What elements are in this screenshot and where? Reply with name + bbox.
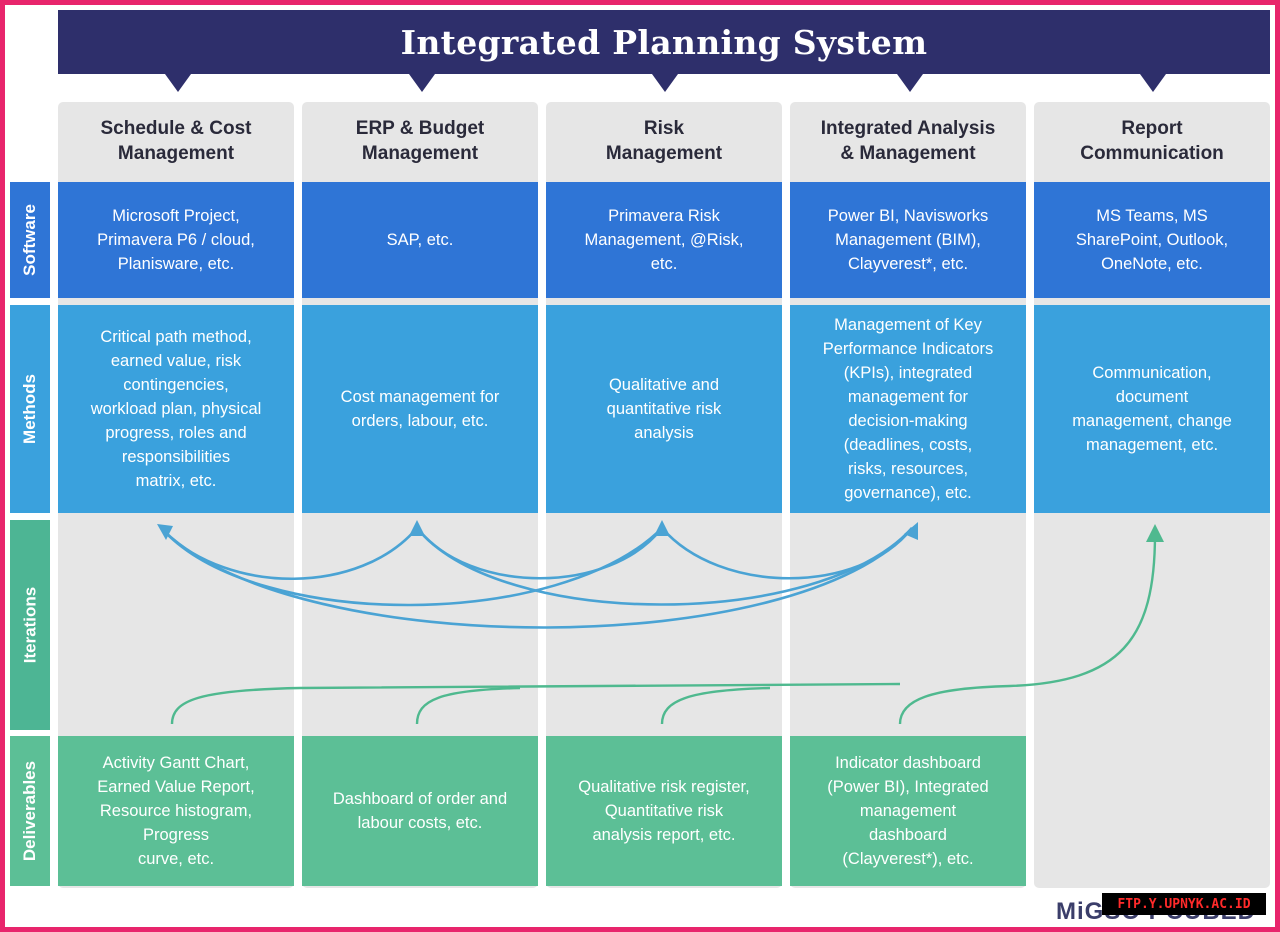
column-header-erp: ERP & Budget Management (355, 118, 485, 164)
deliverables-cell-schedule: Activity Gantt Chart, Earned Value Repor… (58, 736, 294, 886)
blue-arrowhead-integrated (904, 522, 918, 540)
green-arrow-risk (660, 686, 771, 725)
column-header-risk: Risk Management (605, 118, 723, 164)
column-header-schedule: Schedule & Cost Management (100, 118, 252, 164)
row-label-software: Software (10, 182, 50, 298)
watermark-label: FTP.Y.UPNYK.AC.ID (1102, 893, 1266, 915)
title-pointer-2 (409, 74, 435, 92)
row-label-deliverables: Deliverables (10, 736, 50, 886)
software-cell-risk: Primavera Risk Management, @Risk, etc. (546, 182, 782, 298)
methods-cell-erp: Cost management for orders, labour, etc. (302, 305, 538, 513)
column-header-integrated: Integrated Analysis & Management (820, 118, 996, 164)
methods-cell-report: Communication, document management, chan… (1034, 305, 1270, 513)
row-label-methods: Methods (10, 305, 50, 513)
blue-arrow-1-3 (164, 527, 663, 607)
green-arrow-erp (415, 686, 521, 725)
methods-cell-integrated: Management of Key Performance Indicators… (790, 305, 1026, 513)
blue-arrow-3-4 (661, 527, 914, 580)
methods-cell-schedule: Critical path method, earned value, risk… (58, 305, 294, 513)
methods-cell-risk: Qualitative and quantitative risk analys… (546, 305, 782, 513)
title-pointer-3 (652, 74, 678, 92)
software-cell-erp: SAP, etc. (302, 182, 538, 298)
blue-arrowhead-erp (409, 520, 425, 536)
row-label-iterations: Iterations (10, 520, 50, 730)
blue-arrowhead-risk (654, 520, 670, 536)
deliverables-cell-erp: Dashboard of order and labour costs, etc… (302, 736, 538, 886)
deliverables-cell-risk: Qualitative risk register, Quantitative … (546, 736, 782, 886)
deliverables-cell-integrated: Indicator dashboard (Power BI), Integrat… (790, 736, 1026, 886)
blue-arrow-2-4 (415, 527, 913, 606)
column-header-report: Report Communication (1080, 118, 1224, 164)
blue-arrow-1-2 (164, 527, 418, 581)
green-arrow-integrated (898, 533, 1157, 725)
green-arrow-schedule (170, 682, 901, 725)
software-cell-integrated: Power BI, Navisworks Management (BIM), C… (790, 182, 1026, 298)
blue-arrowhead-schedule (157, 524, 173, 540)
diagram-title: Integrated Planning System (58, 10, 1270, 74)
title-pointer-4 (897, 74, 923, 92)
title-pointer-1 (165, 74, 191, 92)
software-cell-report: MS Teams, MS SharePoint, Outlook, OneNot… (1034, 182, 1270, 298)
blue-arrow-1-4 (164, 527, 913, 629)
blue-arrow-2-3 (415, 527, 664, 580)
software-cell-schedule: Microsoft Project, Primavera P6 / cloud,… (58, 182, 294, 298)
green-arrowhead-report (1146, 524, 1164, 542)
title-pointer-5 (1140, 74, 1166, 92)
